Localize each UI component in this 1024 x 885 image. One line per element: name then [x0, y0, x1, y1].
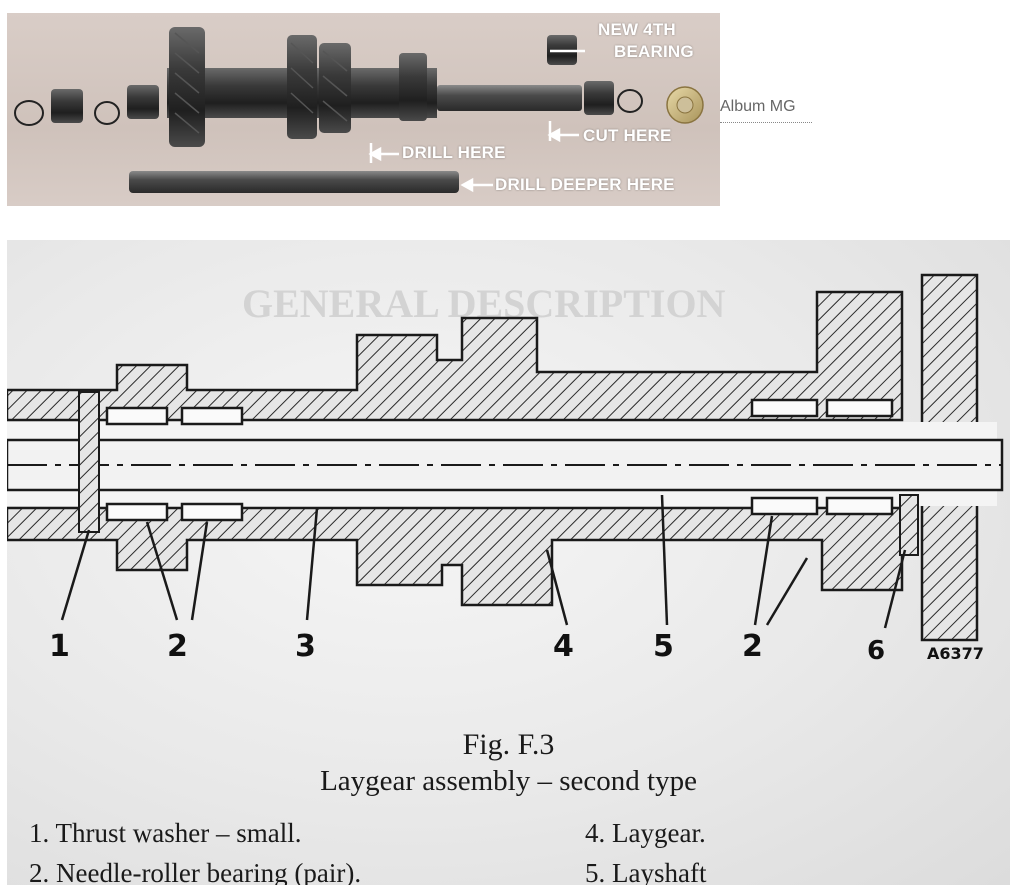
laygear-cross-section — [7, 273, 1004, 642]
label-cut-here: CUT HERE — [583, 126, 672, 145]
callout-1: 1 — [49, 629, 70, 664]
legend-item-4: 4. Laygear. — [585, 818, 706, 848]
label-drill-here: DRILL HERE — [402, 143, 506, 162]
legend-item-2: 2. Needle-roller bearing (pair). — [29, 858, 362, 885]
callout-6: 6 — [867, 636, 886, 666]
label-bearing: BEARING — [614, 42, 694, 61]
label-new-4th: NEW 4TH — [598, 20, 676, 39]
callout-2-left: 2 — [167, 629, 188, 664]
callout-4: 4 — [553, 629, 574, 664]
callout-2-right: 2 — [742, 629, 763, 664]
legend-item-1: 1. Thrust washer – small. — [29, 818, 302, 848]
figure-subtitle: Laygear assembly – second type — [320, 765, 697, 797]
legend-item-5: 5. Layshaft — [585, 858, 707, 885]
laygear-diagram-scan: GENERAL DESCRIPTION — [7, 240, 1010, 885]
figure-reference-code: A6377 — [927, 644, 984, 663]
laygear-photo-illustration — [14, 27, 704, 193]
figure-title: Fig. F.3 — [462, 728, 555, 761]
laygear-photo: NEW 4TH BEARING CUT HERE DRILL HERE DRIL… — [7, 13, 720, 206]
label-drill-deeper-here: DRILL DEEPER HERE — [495, 175, 675, 194]
callout-3: 3 — [295, 629, 316, 664]
callout-5: 5 — [653, 629, 674, 664]
album-mg-link[interactable]: Album MG — [720, 98, 812, 123]
